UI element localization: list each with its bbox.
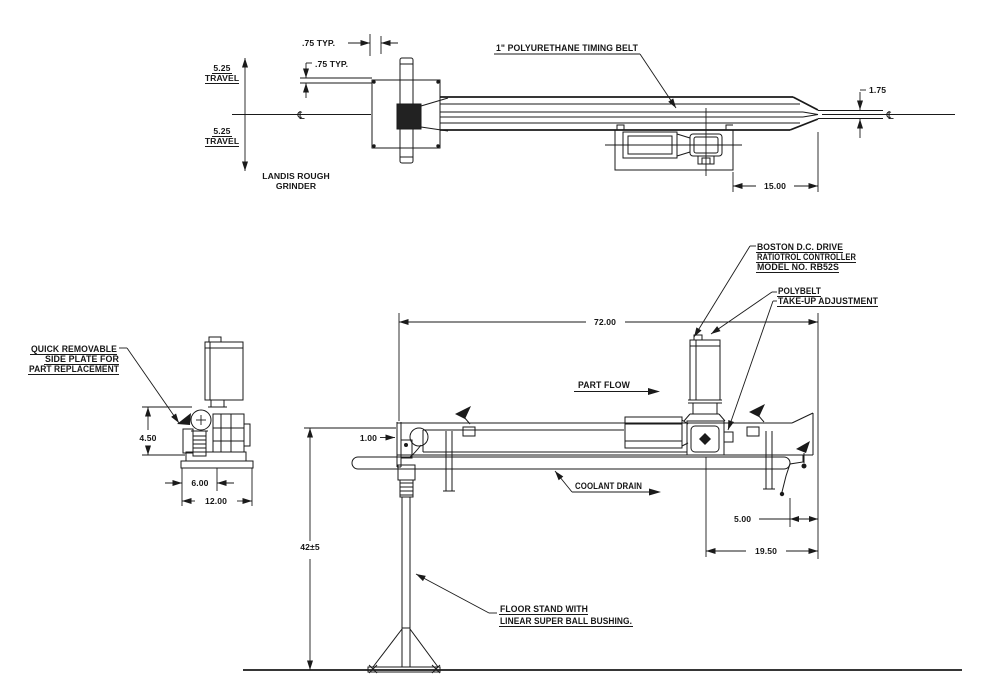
end-base-width-dim: 12.00 <box>205 496 227 506</box>
idler-offset-dim: 1.00 <box>360 433 377 443</box>
overall-length-dim: 72.00 <box>594 317 616 327</box>
takeup-callout-line1: POLYBELT <box>778 286 821 296</box>
plan-view: ℄ ℄ 5.25 TRAVEL 5.25 TRAVEL LANDIS ROUGH… <box>205 34 955 192</box>
stand-callout-line2: LINEAR SUPER BALL BUSHING. <box>500 616 632 626</box>
centerline-symbol-left: ℄ <box>296 109 306 122</box>
part-flow-label: PART FLOW <box>578 380 630 390</box>
end-view: QUICK REMOVABLE SIDE PLATE FOR PART REPL… <box>28 336 254 506</box>
travel-upper-value: 5.25 <box>213 63 230 73</box>
typ-dim-top: .75 TYP. <box>302 38 335 48</box>
travel-upper-label: TRAVEL <box>205 73 239 83</box>
belt-callout: 1" POLYURETHANE TIMING BELT <box>496 43 638 53</box>
controller-callout-line1: BOSTON D.C. DRIVE <box>757 242 843 252</box>
end-height-dim: 4.50 <box>139 433 156 443</box>
drive-to-end-dim: 15.00 <box>764 181 786 191</box>
drive-center-offset-dim: 19.50 <box>755 546 777 556</box>
controller-callout-line2: RATIOTROL CONTROLLER <box>757 252 856 262</box>
elevation-view: 72.00 1.00 <box>300 242 878 674</box>
drain-offset-dim: 5.00 <box>734 514 751 524</box>
controller-callout-line3: MODEL NO. RB52S <box>757 262 839 272</box>
takeup-callout-line2: TAKE-UP ADJUSTMENT <box>778 296 878 306</box>
machine-label-line1: LANDIS ROUGH <box>262 171 330 181</box>
side-plate-callout-line3: PART REPLACEMENT <box>29 364 119 374</box>
end-inner-width-dim: 6.00 <box>191 478 208 488</box>
travel-lower-value: 5.25 <box>213 126 230 136</box>
stand-callout-line1: FLOOR STAND WITH <box>500 604 588 614</box>
stand-height-dim: 42±5 <box>300 542 320 552</box>
coolant-drain-label: COOLANT DRAIN <box>575 481 642 491</box>
typ-dim-side: .75 TYP. <box>315 59 348 69</box>
nose-width-dim: 1.75 <box>869 85 886 95</box>
side-plate-callout-line1: QUICK REMOVABLE <box>31 344 117 354</box>
machine-label-line2: GRINDER <box>276 181 317 191</box>
travel-lower-label: TRAVEL <box>205 136 239 146</box>
centerline-symbol-right: ℄ <box>885 109 895 122</box>
side-plate-callout-line2: SIDE PLATE FOR <box>45 354 119 364</box>
